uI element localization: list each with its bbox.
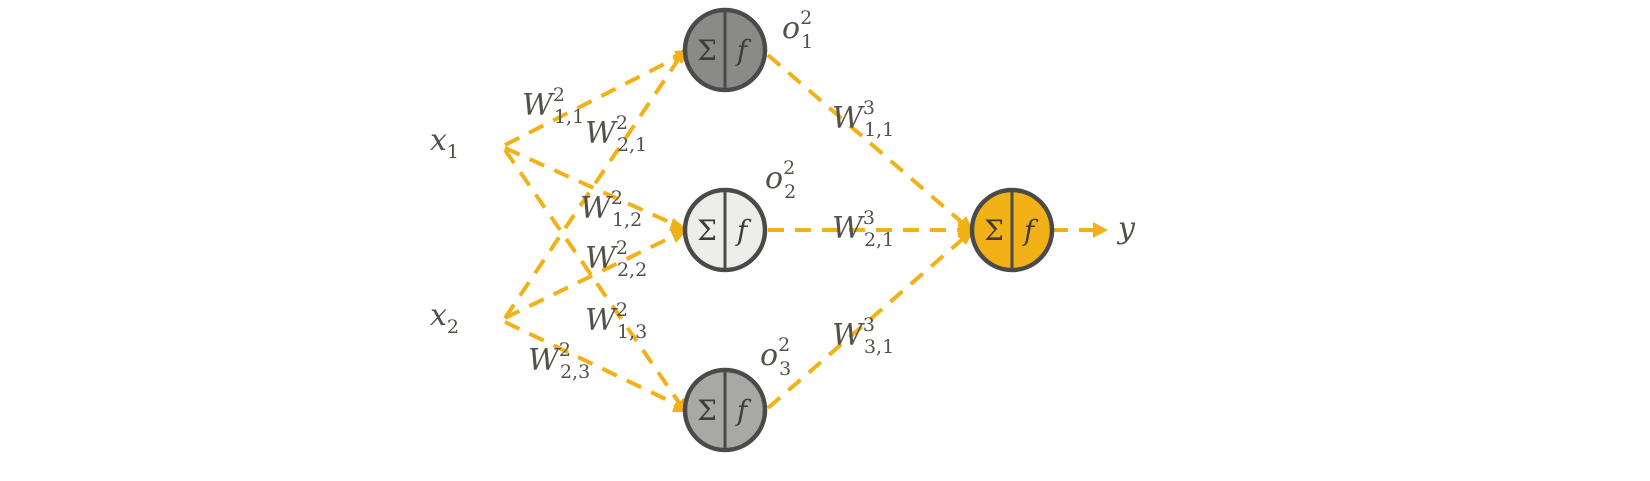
sum-icon: Σ: [697, 34, 717, 67]
edge-x1-h2: [504, 146, 679, 228]
final-output-label-y: y: [1116, 211, 1136, 246]
output-node: Σ f: [969, 187, 1055, 273]
edge-x2-h3: [504, 320, 681, 408]
sum-icon: Σ: [984, 214, 1004, 247]
hidden-node-2: Σ f: [682, 187, 768, 273]
edge-x1-h3: [503, 148, 682, 406]
input-label-x2: x2: [430, 298, 459, 338]
input-label-x1: x1: [430, 123, 459, 163]
hidden-to-output-edges: [766, 53, 1108, 410]
sum-icon: Σ: [697, 394, 717, 427]
edge-h1-out: [766, 53, 967, 227]
edge-h3-out: [766, 235, 967, 410]
hidden-node-1: Σ f: [682, 7, 768, 93]
edge-x1-h1: [504, 53, 683, 147]
edge-x2-h2: [504, 232, 679, 320]
hidden-node-3: Σ f: [682, 367, 768, 453]
arrowhead-icon: [1093, 222, 1108, 238]
arrowhead-icon: [957, 216, 974, 232]
arrowhead-icon: [957, 230, 974, 245]
sum-icon: Σ: [697, 214, 717, 247]
